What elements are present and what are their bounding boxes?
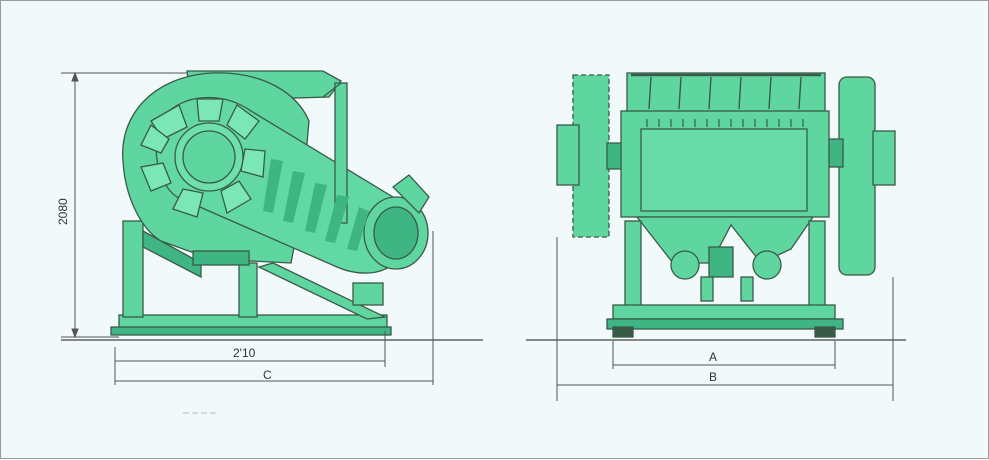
dim-label-length: 2'10	[233, 346, 256, 360]
dim-label-height: 2080	[56, 198, 70, 225]
side-leg-middle	[238, 262, 258, 318]
front-base	[612, 304, 836, 320]
front-view-machine	[556, 72, 896, 338]
dim-label-width-a: A	[709, 350, 717, 364]
dim-label-width-b: B	[709, 370, 717, 384]
dim-label-overall-c: C	[263, 368, 272, 382]
front-hopper-top	[626, 72, 826, 114]
front-flywheel-right	[838, 76, 876, 276]
side-view-machine	[110, 70, 430, 336]
dimension-lines	[61, 71, 894, 401]
side-leg-left	[122, 220, 144, 318]
